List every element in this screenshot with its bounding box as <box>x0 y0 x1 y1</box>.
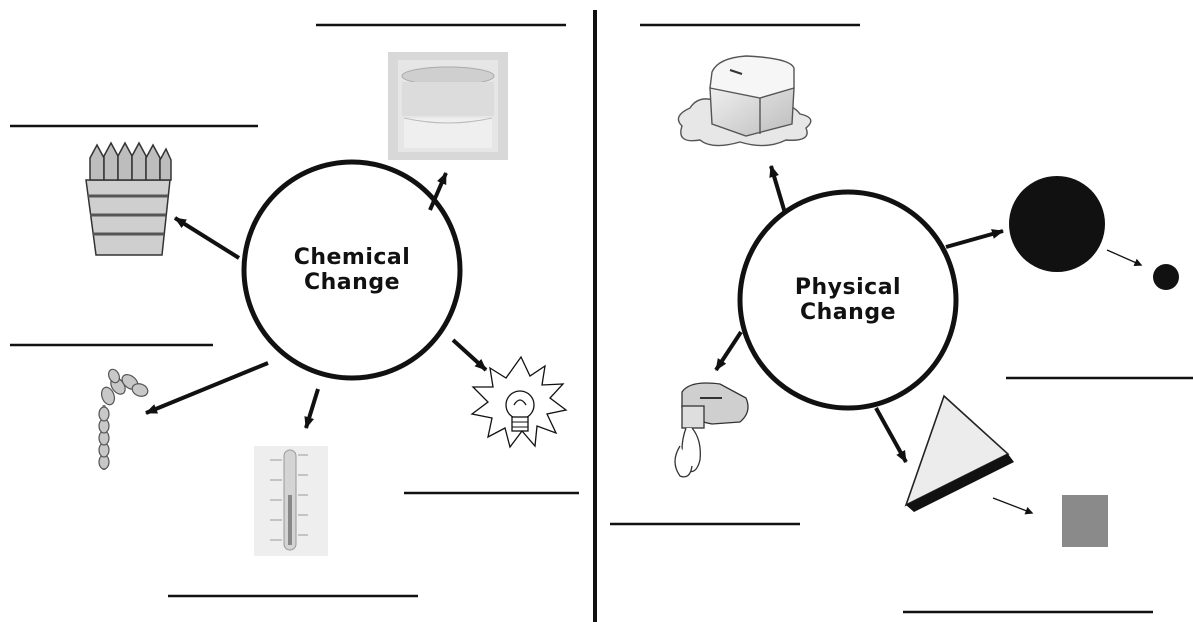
wheat-icon <box>99 368 150 470</box>
physical-label-line2: Change <box>746 300 950 325</box>
small-ball-icon <box>1153 264 1179 290</box>
arrow <box>175 218 239 258</box>
hand-mixer-icon <box>675 383 748 477</box>
crayons-icon <box>86 143 171 255</box>
arrow <box>716 332 741 370</box>
triangle-icon <box>906 396 1014 512</box>
chemical-label-line1: Chemical <box>250 245 454 270</box>
physical-label-line1: Physical <box>746 275 950 300</box>
square-icon <box>1062 495 1108 547</box>
chemical-change-label: Chemical Change <box>250 245 454 295</box>
arrow <box>876 408 906 462</box>
arrow <box>306 389 318 428</box>
beaker-icon <box>388 52 508 160</box>
arrow <box>453 340 486 370</box>
arrow <box>146 363 268 413</box>
lightbulb-icon <box>472 357 566 447</box>
answer-blanks <box>10 25 1193 612</box>
arrow <box>1107 250 1141 265</box>
melting-ice-icon <box>678 56 810 146</box>
physical-change-label: Physical Change <box>746 275 950 325</box>
large-ball-icon <box>1009 176 1105 272</box>
arrow <box>946 231 1003 247</box>
chemical-label-line2: Change <box>250 270 454 295</box>
small-arrows <box>993 250 1141 513</box>
arrow <box>993 498 1032 513</box>
thermometer-icon <box>254 446 328 556</box>
arrow <box>771 166 785 213</box>
